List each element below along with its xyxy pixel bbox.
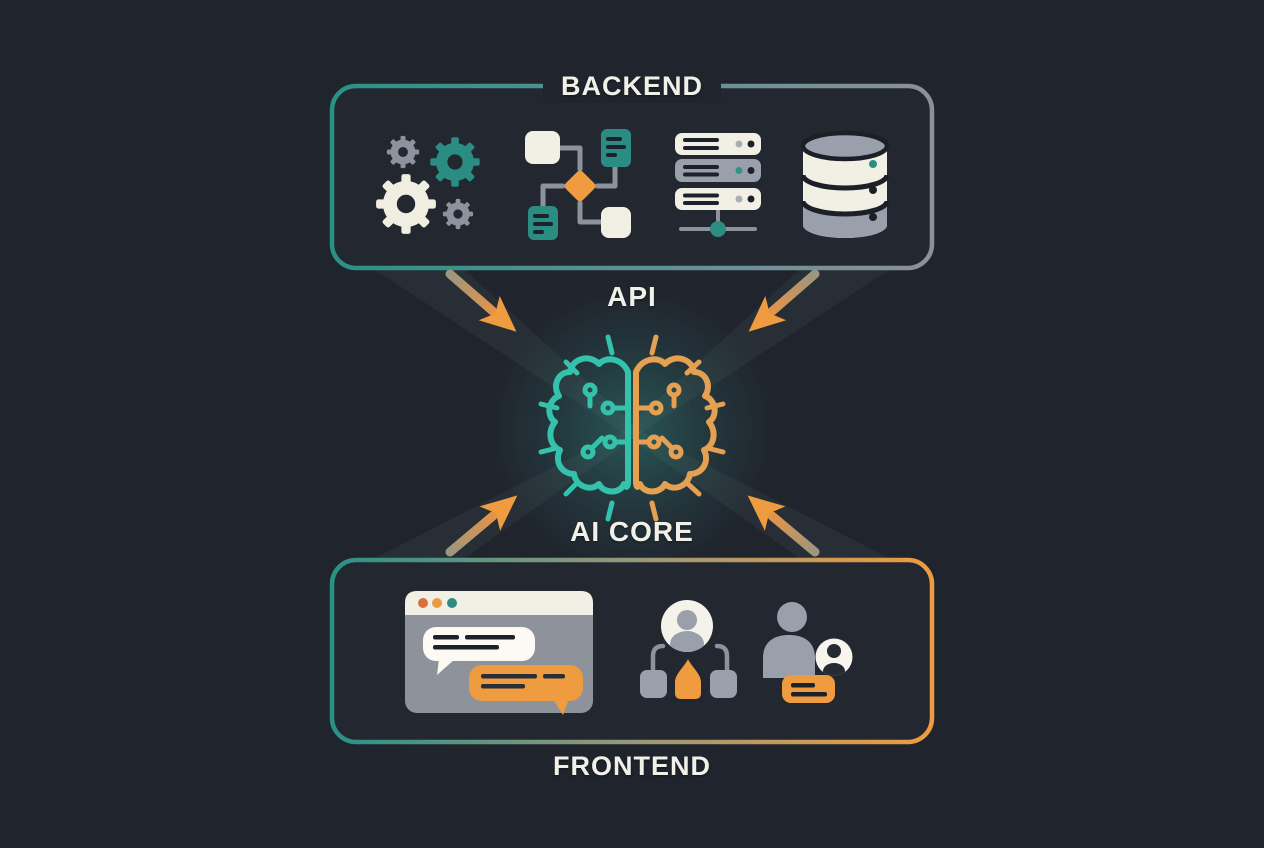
brain-left-hemisphere xyxy=(546,355,631,495)
chat-bubble-white xyxy=(423,627,535,675)
chat-bubble-orange xyxy=(469,665,583,715)
ai-core-label: AI CORE xyxy=(570,516,694,547)
backend-title: BACKEND xyxy=(543,69,721,103)
gears-icon xyxy=(366,120,496,250)
api-label: API xyxy=(607,281,657,312)
chat-window-icon xyxy=(405,591,593,715)
database-icon xyxy=(800,130,890,238)
workflow-icon xyxy=(525,129,631,240)
brain-right-hemisphere xyxy=(633,355,718,495)
user-network-icon xyxy=(640,600,737,699)
frontend-title: FRONTEND xyxy=(553,751,711,781)
server-stack-icon xyxy=(675,133,761,237)
brain-rays xyxy=(538,334,726,522)
core-glow xyxy=(482,280,782,580)
frontend-box xyxy=(329,557,935,745)
ai-brain-icon xyxy=(538,334,726,522)
light-beams xyxy=(375,270,889,558)
user-profile-icon xyxy=(763,602,853,703)
